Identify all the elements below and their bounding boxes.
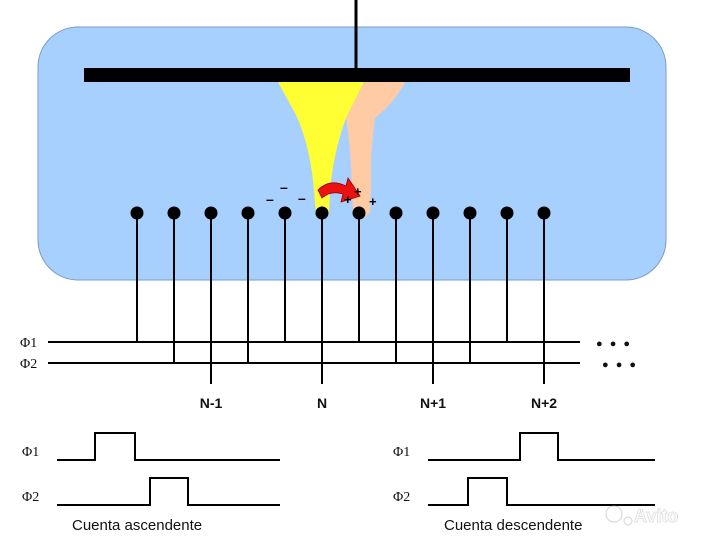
desc-phi2-waveform	[428, 477, 655, 506]
cathode-pin	[167, 206, 181, 220]
label-n: N	[317, 395, 327, 411]
desc-phi1-waveform	[428, 432, 655, 461]
transfer-arrow	[317, 177, 361, 203]
cathode-pin	[500, 206, 514, 220]
minus-sign-2: –	[280, 179, 288, 195]
asc-phi1-label: Φ1	[22, 445, 39, 460]
watermark-logo-icon	[605, 505, 623, 523]
asc-caption: Cuenta ascendente	[72, 517, 202, 534]
watermark-logo-dot-icon	[623, 516, 633, 526]
glow-cathode-next	[346, 82, 405, 218]
desc-caption: Cuenta descendente	[444, 517, 582, 534]
label-n-plus-2: N+2	[531, 395, 557, 411]
cathode-pin	[352, 206, 366, 220]
asc-phi1-waveform	[57, 432, 280, 461]
timing-ascending: Φ1 Φ2 Cuenta ascendente	[22, 432, 280, 534]
cathode-pin	[241, 206, 255, 220]
cathode-pin	[463, 206, 477, 220]
minus-sign-1: –	[266, 191, 274, 207]
glow-cathode-n	[278, 82, 364, 219]
cathode-pin	[278, 206, 292, 220]
cathode-array	[130, 206, 551, 384]
phi2-bus-label: Φ2	[20, 357, 37, 372]
watermark-text: Avito	[634, 506, 678, 526]
cathode-pin	[426, 206, 440, 220]
cathode-pin	[389, 206, 403, 220]
cathode-pin	[130, 206, 144, 220]
phi2-continuation-dots: ● ● ●	[602, 359, 638, 371]
anode-plate	[84, 68, 630, 82]
phi1-bus-label: Φ1	[20, 336, 37, 351]
asc-phi2-waveform	[57, 477, 280, 506]
minus-sign-3: –	[298, 190, 306, 206]
plus-sign-1: +	[354, 184, 362, 199]
plus-sign-2: +	[344, 192, 352, 207]
label-n-plus-1: N+1	[420, 395, 446, 411]
phi1-continuation-dots: ● ● ●	[596, 338, 632, 350]
label-n-minus-1: N-1	[200, 395, 223, 411]
cathode-pin	[204, 206, 218, 220]
avito-watermark: Avito	[605, 505, 679, 526]
asc-phi2-label: Φ2	[22, 490, 39, 505]
cathode-pin	[537, 206, 551, 220]
plus-sign-3: +	[369, 194, 377, 209]
desc-phi2-label: Φ2	[393, 490, 410, 505]
desc-phi1-label: Φ1	[393, 445, 410, 460]
cathode-pin	[315, 206, 329, 220]
timing-descending: Φ1 Φ2 Cuenta descendente	[393, 432, 655, 534]
